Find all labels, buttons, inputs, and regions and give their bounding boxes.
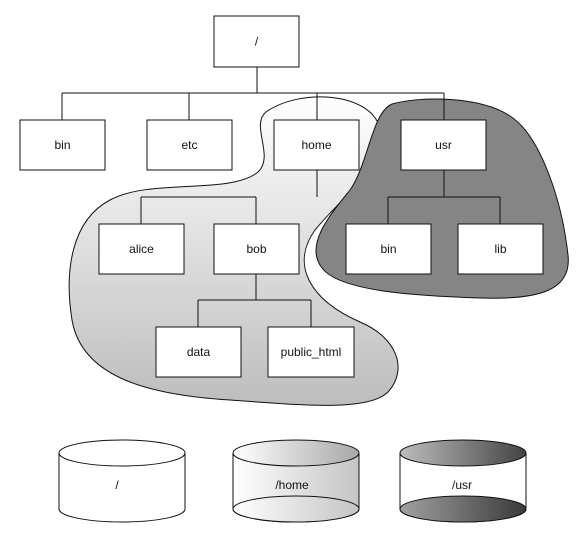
disk-home: /home	[232, 439, 360, 523]
disk-usr-label: /usr	[452, 478, 472, 492]
disk-usr: /usr	[399, 439, 527, 523]
node-etc-label: etc	[181, 138, 197, 152]
node-usr-lib-label: lib	[494, 242, 506, 256]
node-usr-bin: bin	[345, 223, 432, 275]
node-usr-lib: lib	[457, 223, 544, 275]
node-public-html: public_html	[267, 326, 355, 378]
node-alice: alice	[98, 223, 185, 275]
node-bin: bin	[19, 119, 106, 171]
node-alice-label: alice	[129, 242, 154, 256]
node-public-html-label: public_html	[281, 345, 342, 359]
node-home-label: home	[301, 138, 331, 152]
node-data: data	[155, 326, 242, 378]
disk-root: /	[58, 439, 186, 523]
node-root-label: /	[255, 35, 259, 49]
node-data-label: data	[187, 345, 211, 359]
node-usr-label: usr	[435, 138, 452, 152]
node-etc: etc	[146, 119, 233, 171]
node-bin-label: bin	[54, 138, 70, 152]
node-usr-bin-label: bin	[380, 242, 396, 256]
node-bob-label: bob	[246, 242, 266, 256]
node-root: /	[213, 15, 300, 68]
disk-root-label: /	[115, 478, 119, 492]
node-bob: bob	[213, 223, 300, 275]
node-home: home	[273, 119, 360, 171]
tree-edges	[61, 67, 501, 327]
node-usr: usr	[400, 119, 487, 171]
disk-home-label: /home	[275, 478, 309, 492]
